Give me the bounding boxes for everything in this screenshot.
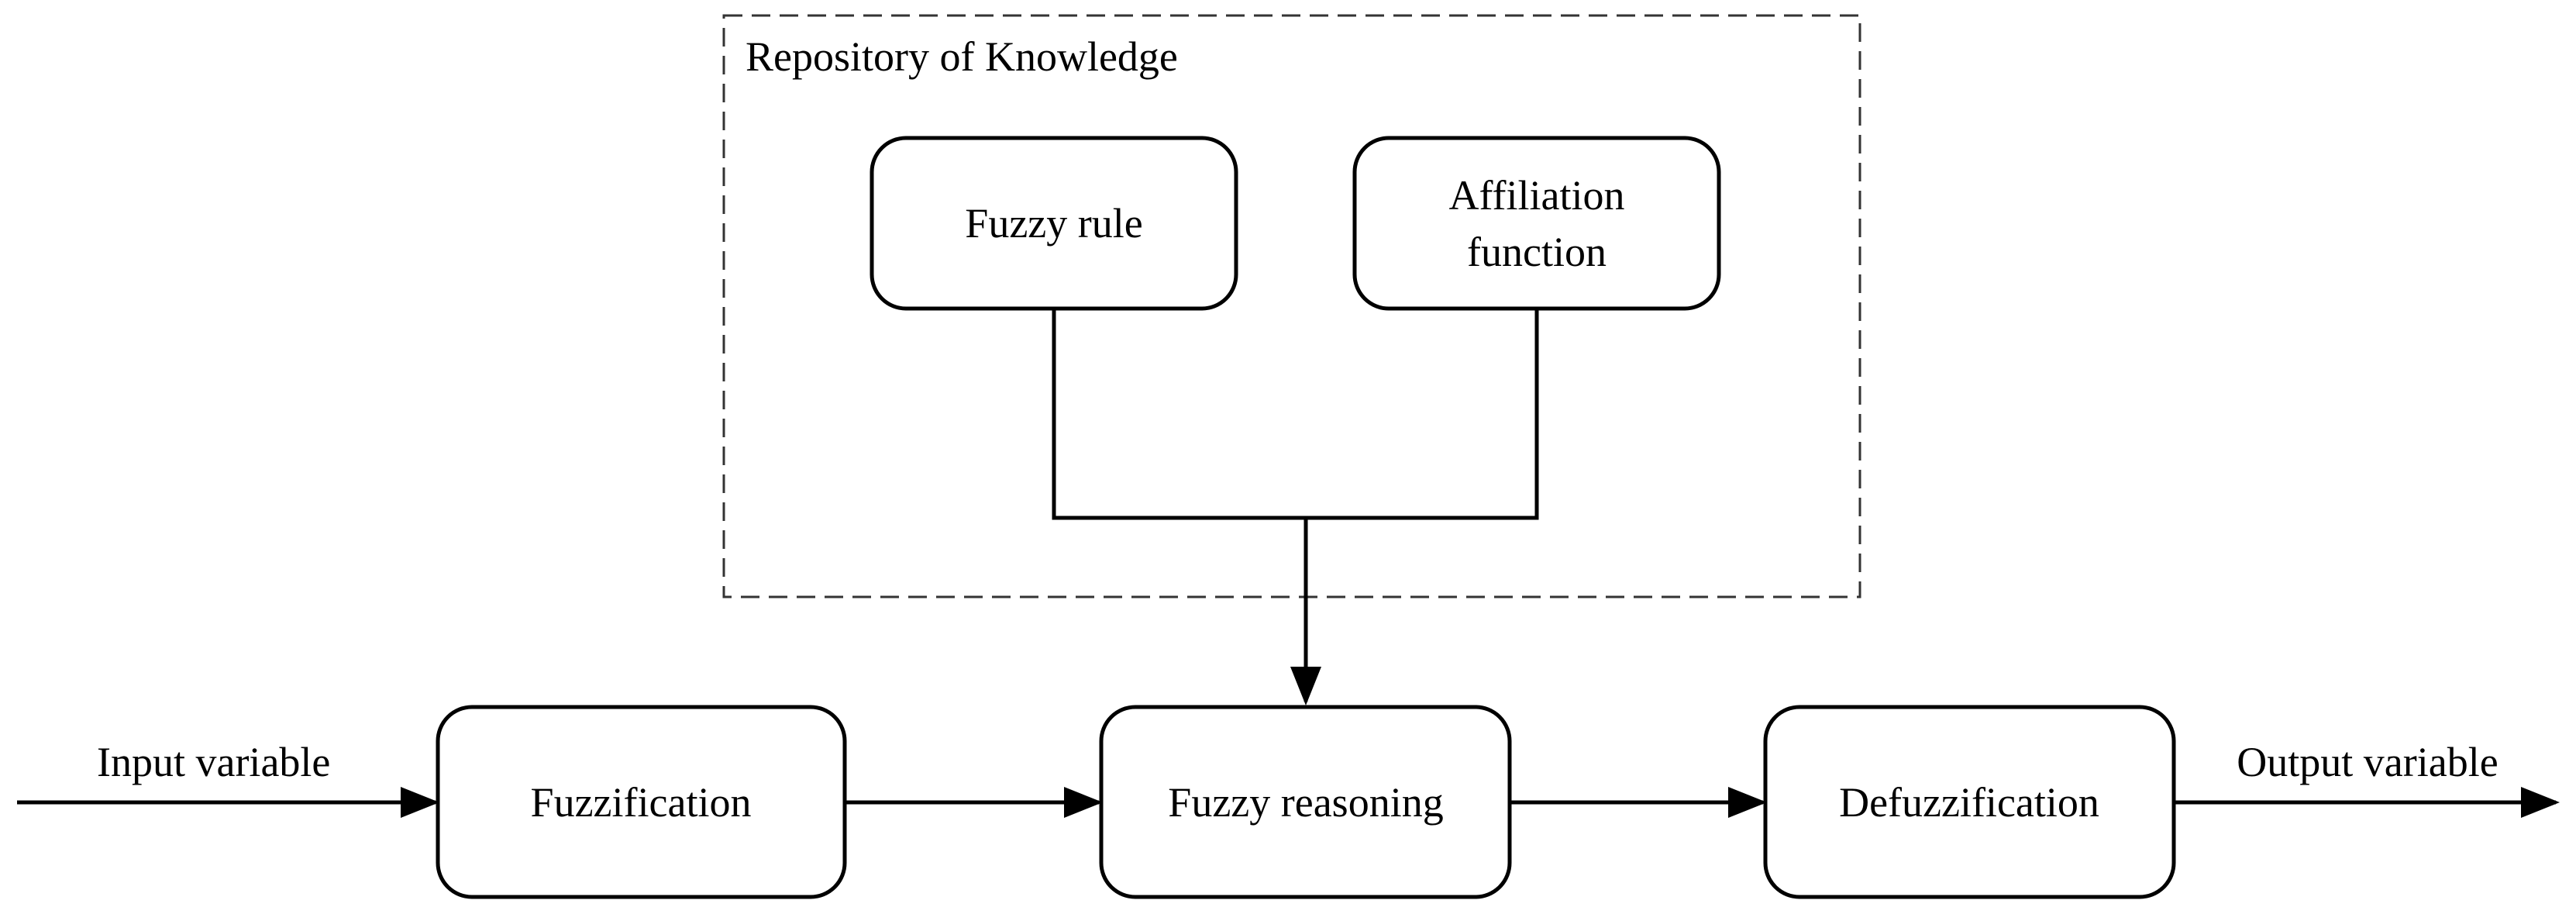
knowledge-repository-frame xyxy=(722,14,1861,598)
fuzzy-reasoning-label: Fuzzy reasoning xyxy=(1168,779,1443,826)
knowledge-repository-label: Repository of Knowledge xyxy=(746,33,1178,80)
node-fuzzification: Fuzzification xyxy=(436,705,847,899)
fuzzy-rule-label: Fuzzy rule xyxy=(965,200,1142,247)
output-variable-label: Output variable xyxy=(2237,739,2498,785)
input-variable-label: Input variable xyxy=(97,739,330,785)
node-affiliation-function: Affiliation function xyxy=(1352,136,1721,311)
knowledge-connector xyxy=(1052,309,1539,705)
affiliation-function-label-line2: function xyxy=(1467,229,1607,275)
affiliation-function-box xyxy=(1352,136,1721,311)
node-fuzzy-rule: Fuzzy rule xyxy=(870,136,1238,311)
fuzzification-label: Fuzzification xyxy=(531,779,752,826)
node-defuzzification: Defuzzification xyxy=(1763,705,2176,899)
affiliation-function-label-line1: Affiliation xyxy=(1449,172,1625,219)
defuzzification-label: Defuzzification xyxy=(1839,779,2099,826)
knowledge-repository-group: Repository of Knowledge xyxy=(722,14,1861,598)
process-chain: Input variable Fuzzification Fuzzy reaso… xyxy=(17,705,2560,899)
node-fuzzy-reasoning: Fuzzy reasoning xyxy=(1099,705,1512,899)
knowledge-merge-line xyxy=(1052,309,1539,520)
